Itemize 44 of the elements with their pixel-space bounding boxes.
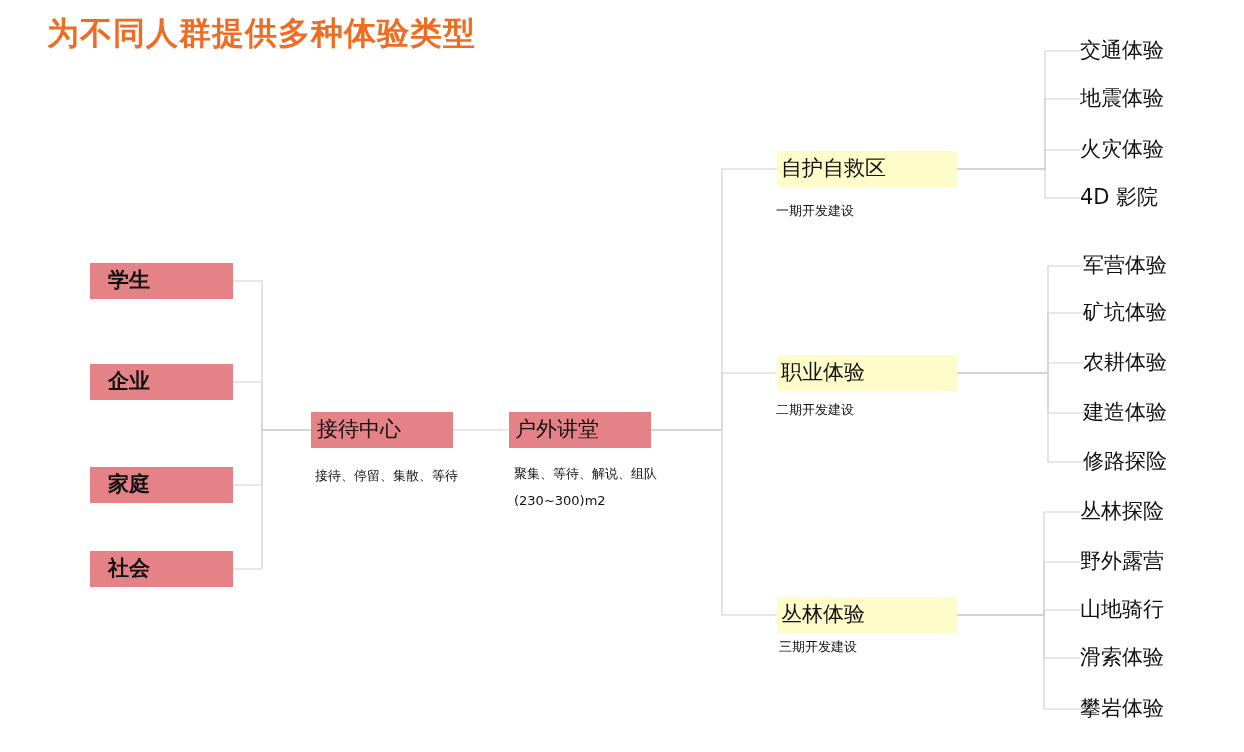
zone-box — [777, 597, 957, 633]
node-caption: 三期开发建设 — [779, 639, 858, 656]
node-label: 丛林探险 — [1080, 500, 1164, 524]
node-caption: 二期开发建设 — [776, 402, 855, 419]
node-label: 滑索体验 — [1080, 646, 1164, 670]
node-caption: 一期开发建设 — [776, 203, 855, 220]
group-box — [90, 551, 233, 587]
node-label: 企业 — [108, 370, 150, 394]
title: 为不同人群提供多种体验类型 — [47, 13, 476, 54]
node-label: 军营体验 — [1083, 254, 1167, 278]
zone-box — [777, 151, 957, 187]
process-box — [311, 412, 453, 448]
node-label: 接待中心 — [317, 418, 401, 442]
node-caption: 聚集、等待、解说、组队 — [514, 466, 658, 483]
node-label: 自护自救区 — [781, 157, 886, 181]
node-label: 修路探险 — [1083, 450, 1167, 474]
node-label: 户外讲堂 — [515, 418, 599, 442]
node-label: 山地骑行 — [1080, 598, 1164, 622]
connector-line — [956, 372, 1084, 463]
node-label: 地震体验 — [1080, 87, 1164, 111]
node-label: 建造体验 — [1083, 401, 1167, 425]
node-label: 学生 — [108, 269, 150, 293]
group-box — [90, 364, 233, 400]
node-caption: 接待、停留、集散、等待 — [315, 468, 459, 485]
node-label: 攀岩体验 — [1080, 697, 1164, 721]
group-box — [90, 263, 233, 299]
node-label: 4D 影院 — [1080, 186, 1159, 210]
node-caption: (230~300)m2 — [514, 492, 607, 510]
node-label: 丛林体验 — [781, 603, 865, 627]
node-label: 野外露营 — [1080, 550, 1164, 574]
process-box — [509, 412, 651, 448]
node-label: 矿坑体验 — [1083, 301, 1167, 325]
node-label: 社会 — [108, 557, 150, 581]
node-label: 火灾体验 — [1080, 138, 1164, 162]
node-label: 职业体验 — [781, 361, 865, 385]
connector-line — [232, 429, 312, 570]
zone-box — [777, 355, 957, 391]
node-label: 家庭 — [108, 473, 150, 497]
node-label: 农耕体验 — [1083, 351, 1167, 375]
connector-line — [956, 614, 1081, 710]
group-box — [90, 467, 233, 503]
connector-line — [650, 429, 778, 616]
connector-line — [956, 168, 1081, 199]
node-label: 交通体验 — [1080, 39, 1164, 63]
